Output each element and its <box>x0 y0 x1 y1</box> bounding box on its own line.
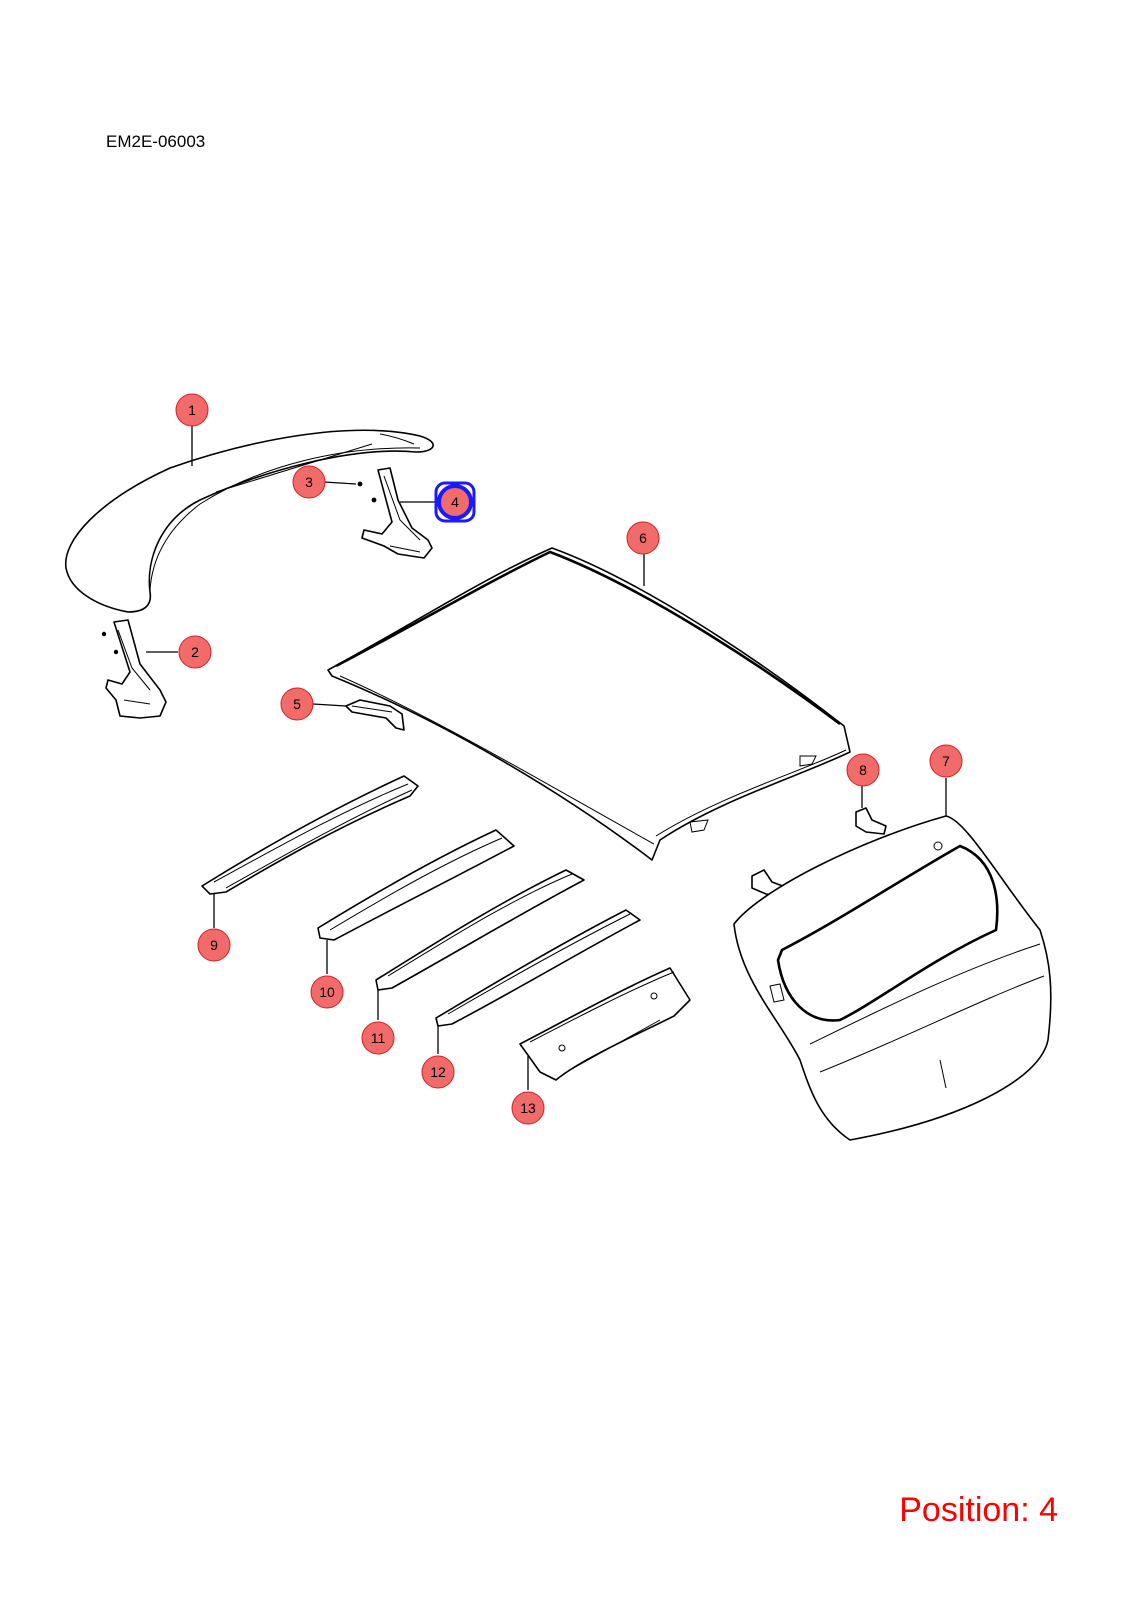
svg-text:9: 9 <box>210 937 218 953</box>
part-roof-panel[interactable] <box>327 547 851 861</box>
svg-text:3: 3 <box>305 474 313 490</box>
callout-8[interactable]: 8 <box>846 753 880 787</box>
part-roof-bow-3[interactable] <box>375 869 585 991</box>
callout-3[interactable]: 3 <box>292 465 326 499</box>
svg-text:7: 7 <box>942 753 950 769</box>
callout-5[interactable]: 5 <box>280 687 314 721</box>
part-rear-roof-rail[interactable] <box>519 967 691 1081</box>
part-spoiler-bracket-left[interactable] <box>101 619 167 719</box>
callout-7[interactable]: 7 <box>929 744 963 778</box>
svg-text:6: 6 <box>639 530 647 546</box>
svg-text:8: 8 <box>859 762 867 778</box>
callout-9[interactable]: 9 <box>197 928 231 962</box>
svg-text:2: 2 <box>191 644 199 660</box>
callout-10[interactable]: 10 <box>310 975 344 1009</box>
part-roof-brace-small[interactable] <box>345 699 405 731</box>
part-roof-bow-front[interactable] <box>201 775 419 895</box>
svg-text:13: 13 <box>520 1100 536 1116</box>
part-roof-bow-4[interactable] <box>435 909 641 1027</box>
part-rear-spoiler[interactable] <box>65 429 434 613</box>
svg-text:10: 10 <box>319 984 335 1000</box>
svg-text:11: 11 <box>371 1030 386 1046</box>
callout-11[interactable]: 11 <box>361 1021 395 1055</box>
part-tailgate[interactable] <box>733 815 1052 1141</box>
svg-text:12: 12 <box>430 1064 446 1080</box>
part-roof-bow-2[interactable] <box>317 829 515 941</box>
selected-callout-highlight <box>434 481 476 523</box>
svg-text:1: 1 <box>188 402 196 418</box>
callout-6[interactable]: 6 <box>626 521 660 555</box>
leader-lines <box>146 426 947 1090</box>
part-bracket-screws[interactable] <box>357 481 377 503</box>
callout-2[interactable]: 2 <box>178 635 212 669</box>
callout-4[interactable]: 4 <box>434 481 476 523</box>
svg-text:5: 5 <box>293 696 301 712</box>
position-readout: Position: 4 <box>899 1491 1058 1529</box>
diagram-code: EM2E-06003 <box>106 132 206 151</box>
svg-text:4: 4 <box>451 494 459 510</box>
callout-1[interactable]: 1 <box>175 393 209 427</box>
callout-13[interactable]: 13 <box>511 1091 545 1125</box>
callout-12[interactable]: 12 <box>421 1055 455 1089</box>
part-spoiler-bracket-right[interactable] <box>361 467 433 559</box>
